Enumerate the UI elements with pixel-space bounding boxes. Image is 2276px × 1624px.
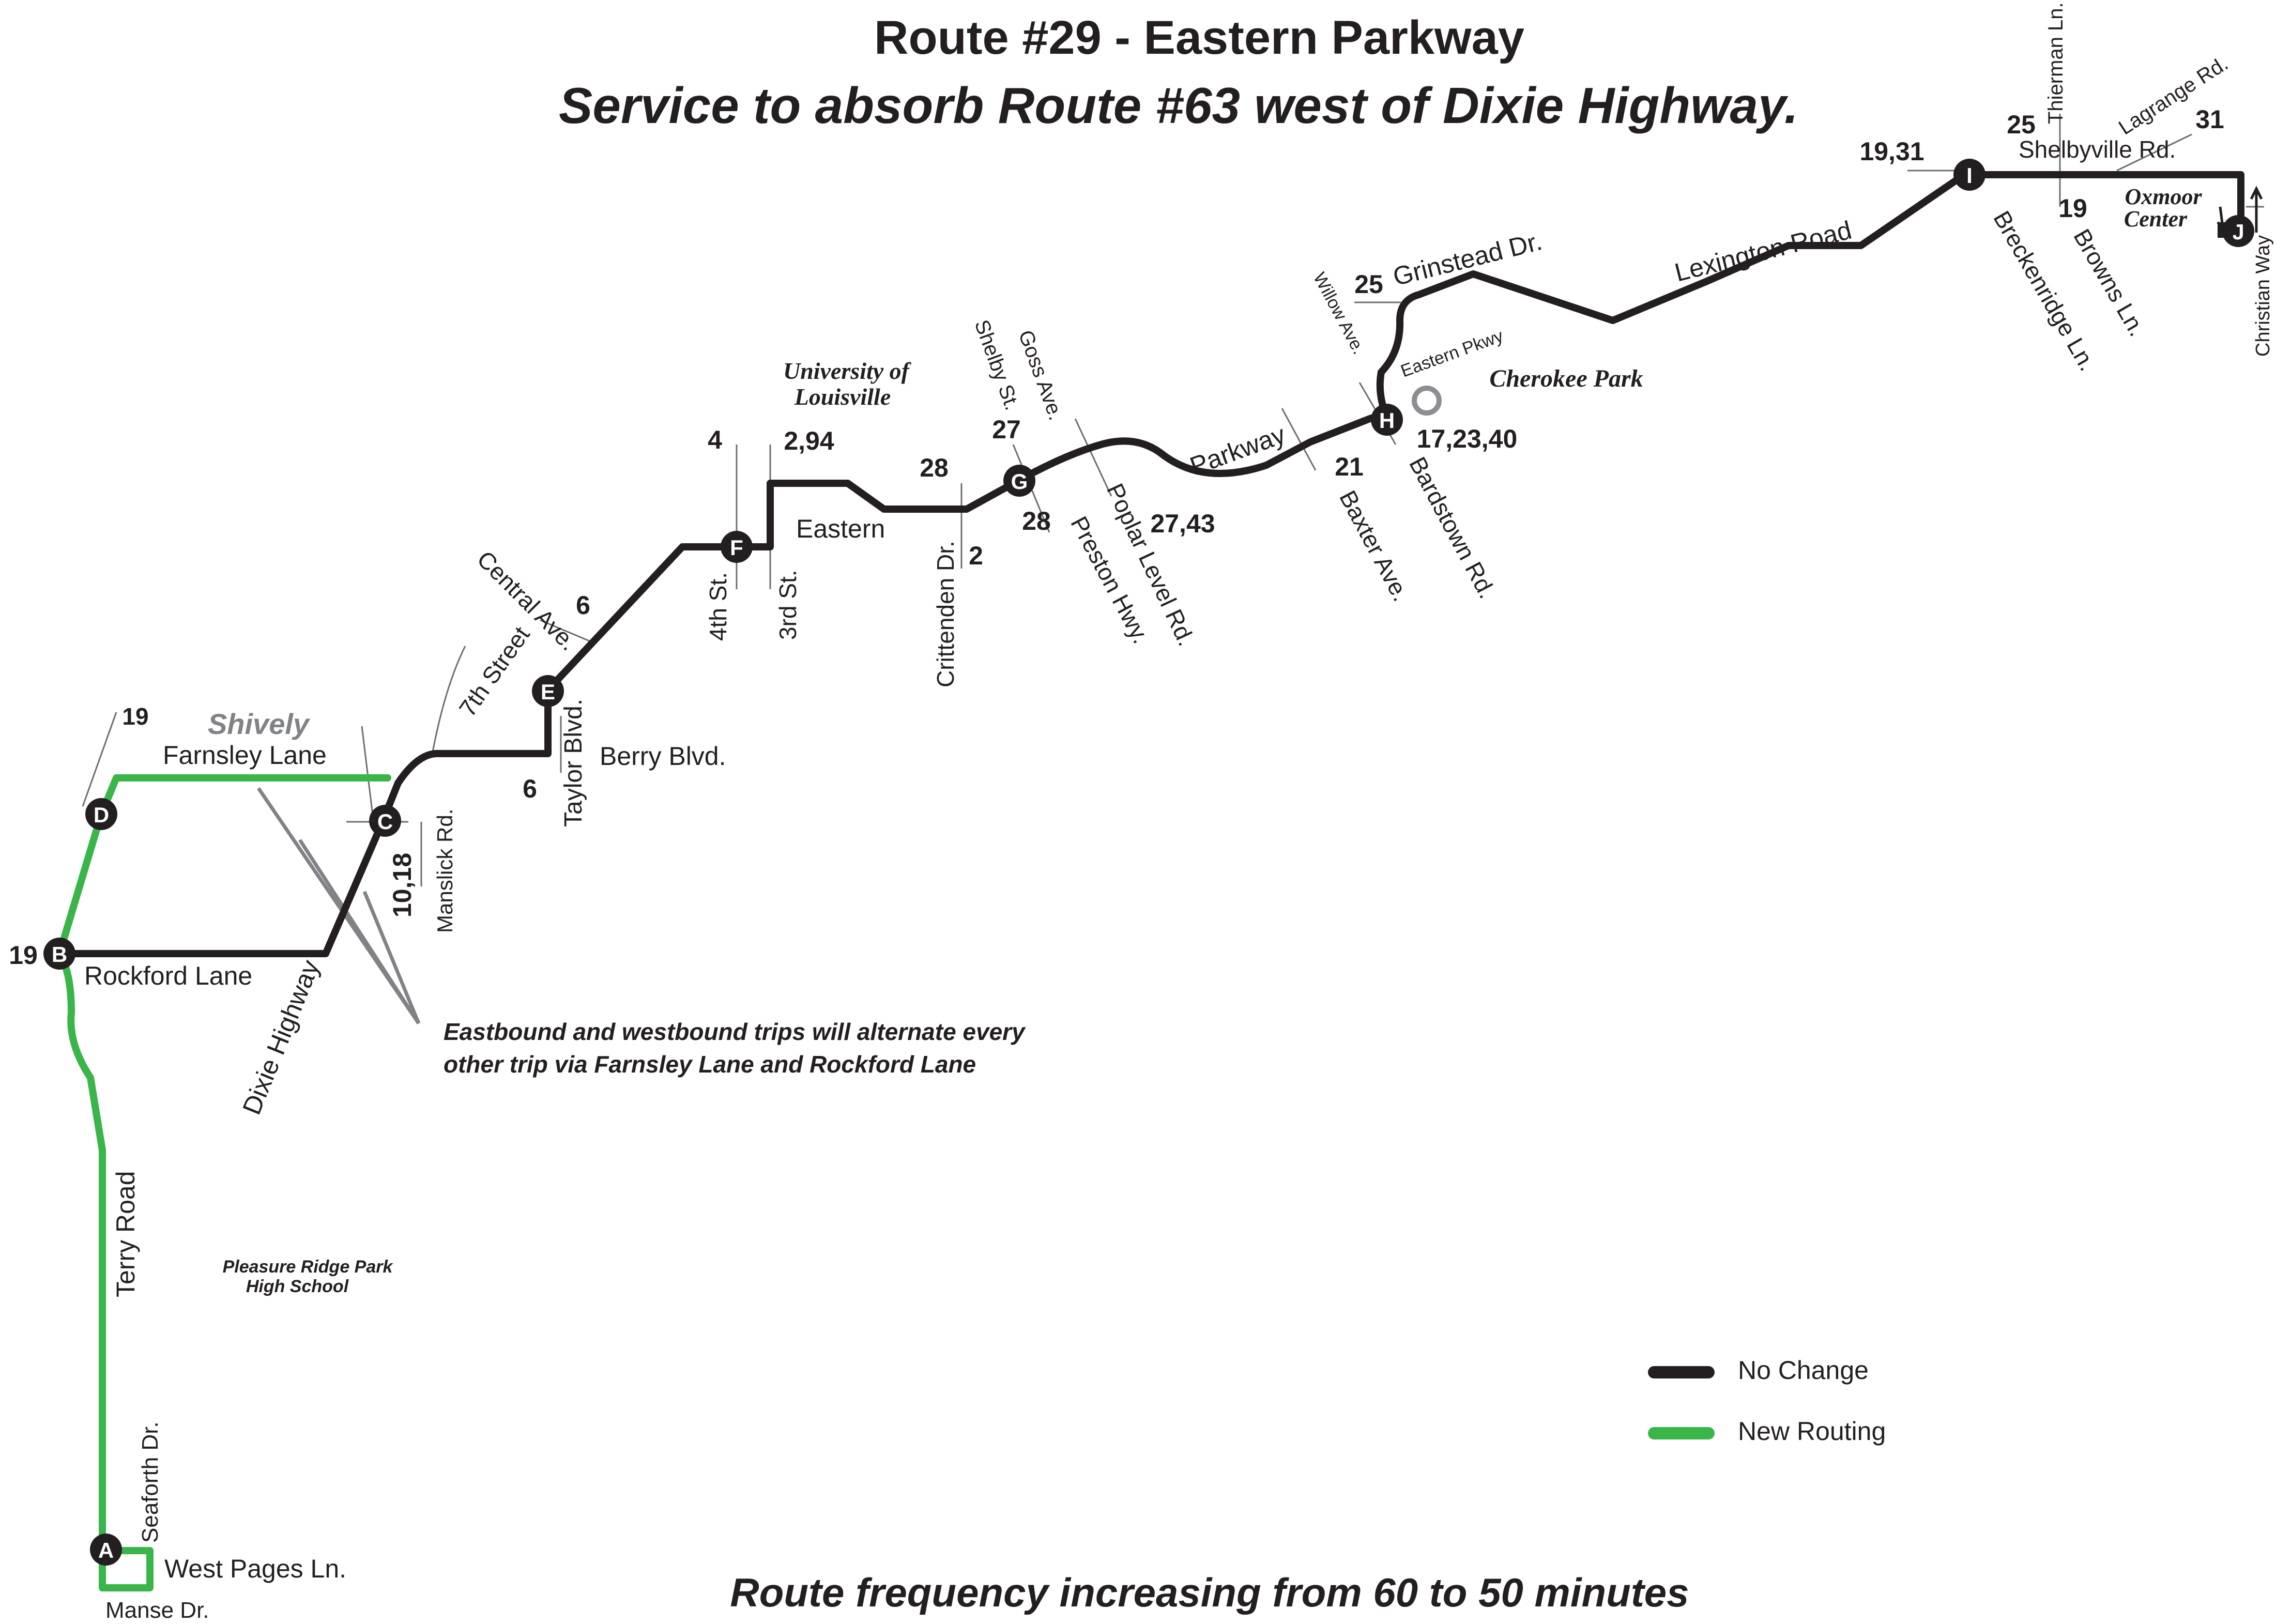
svg-text:H: H	[1379, 408, 1395, 433]
connection-taylor: 6	[523, 774, 537, 803]
street-third: 3rd St.	[774, 570, 801, 640]
street-west-pages: West Pages Ln.	[164, 1554, 346, 1583]
frequency-footer: Route frequency increasing from 60 to 50…	[730, 1570, 1689, 1615]
street-taylor: Taylor Blvd.	[560, 699, 587, 827]
timepoint-c[interactable]: C	[369, 805, 401, 837]
connection-third: 2,94	[784, 426, 834, 455]
alternating-trips-note-1: Eastbound and westbound trips will alter…	[444, 1018, 1026, 1045]
street-manse: Manse Dr.	[105, 1598, 209, 1623]
street-browns: Browns Ln.	[2068, 224, 2151, 341]
street-rockford: Rockford Lane	[84, 961, 252, 990]
connection-c: 10,18	[388, 853, 417, 917]
street-shelbyville: Shelbyville Rd.	[2019, 136, 2176, 163]
place-shively: Shively	[208, 708, 311, 740]
street-terry: Terry Road	[111, 1171, 140, 1297]
connection-thierman: 25	[2007, 110, 2036, 139]
legend-label-no-change: No Change	[1738, 1356, 1869, 1385]
street-fourth: 4th St.	[705, 572, 731, 641]
svg-text:B: B	[52, 942, 67, 967]
connection-h: 17,23,40	[1417, 424, 1518, 453]
route-title: Route #29 - Eastern Parkway	[874, 11, 1524, 64]
place-pleasure-ridge-1: Pleasure Ridge Park	[223, 1257, 394, 1277]
connection-shelby: 27	[992, 415, 1021, 444]
connection-baxter: 21	[1335, 452, 1364, 481]
timepoint-a[interactable]: A	[90, 1534, 122, 1566]
connection-preston: 28	[1022, 507, 1051, 535]
street-crittenden: Crittenden Dr.	[932, 541, 959, 687]
timepoint-g[interactable]: G	[1003, 465, 1035, 497]
connection-b: 19	[9, 941, 38, 970]
street-lexington: Lexington Road	[1672, 216, 1854, 287]
street-berry: Berry Blvd.	[600, 742, 726, 771]
street-manslick: Manslick Rd.	[433, 809, 457, 933]
place-uofl-2: Louisville	[794, 384, 891, 410]
timepoint-e[interactable]: E	[532, 675, 564, 707]
place-uofl-1: University of	[783, 358, 912, 384]
svg-text:G: G	[1011, 469, 1028, 494]
connection-grinstead: 25	[1354, 270, 1383, 299]
svg-text:D: D	[94, 803, 109, 827]
street-grinstead: Grinstead Dr.	[1390, 226, 1545, 292]
place-oxmoor-2: Center	[2124, 206, 2188, 232]
svg-text:A: A	[98, 1538, 114, 1562]
timepoint-i[interactable]: I	[1953, 159, 1985, 191]
legend: No Change New Routing	[1648, 1356, 1886, 1446]
street-bardstown: Bardstown Rd.	[1404, 452, 1501, 603]
connection-browns: 19	[2058, 194, 2087, 223]
connection-crittenden-top: 28	[920, 453, 949, 482]
place-cherokee: Cherokee Park	[1489, 365, 1643, 392]
street-shelby: Shelby St.	[970, 317, 1024, 413]
svg-text:E: E	[541, 680, 555, 704]
svg-text:F: F	[730, 535, 743, 560]
park-marker-icon	[1412, 386, 1442, 416]
street-christian: Christian Way	[2252, 235, 2274, 357]
place-oxmoor-1: Oxmoor	[2125, 184, 2202, 209]
svg-text:I: I	[1966, 163, 1973, 188]
route-subtitle: Service to absorb Route #63 west of Dixi…	[559, 77, 1798, 134]
connection-fourth: 4	[708, 425, 722, 454]
arrow-icon	[2217, 186, 2263, 238]
note-pointers	[257, 787, 421, 1024]
street-thierman: Thierman Ln.	[2044, 2, 2067, 124]
alternating-trips-note-2: other trip via Farnsley Lane and Rockfor…	[444, 1051, 976, 1078]
connection-lagrange: 31	[2195, 105, 2224, 134]
street-seaforth: Seaforth Dr.	[138, 1421, 163, 1543]
street-goss: Goss Ave.	[1014, 327, 1067, 423]
street-farnsley: Farnsley Lane	[163, 741, 327, 770]
timepoint-f[interactable]: F	[721, 531, 753, 563]
timepoint-h[interactable]: H	[1371, 404, 1403, 436]
svg-text:J: J	[2232, 220, 2244, 244]
connection-i: 19,31	[1859, 137, 1924, 166]
connection-poplar: 27,43	[1150, 509, 1215, 538]
timepoint-b[interactable]: B	[43, 938, 75, 970]
connection-crittenden-bottom: 2	[969, 541, 983, 570]
street-baxter: Baxter Ave.	[1334, 486, 1415, 605]
connection-central: 6	[576, 591, 590, 620]
timepoint-d[interactable]: D	[85, 798, 117, 830]
street-eastern: Eastern	[796, 514, 885, 543]
street-seventh: 7th Street	[454, 621, 535, 721]
svg-text:C: C	[377, 809, 393, 834]
connection-d: 19	[122, 703, 148, 730]
place-pleasure-ridge-2: High School	[246, 1277, 349, 1296]
legend-label-new-routing: New Routing	[1738, 1417, 1886, 1446]
